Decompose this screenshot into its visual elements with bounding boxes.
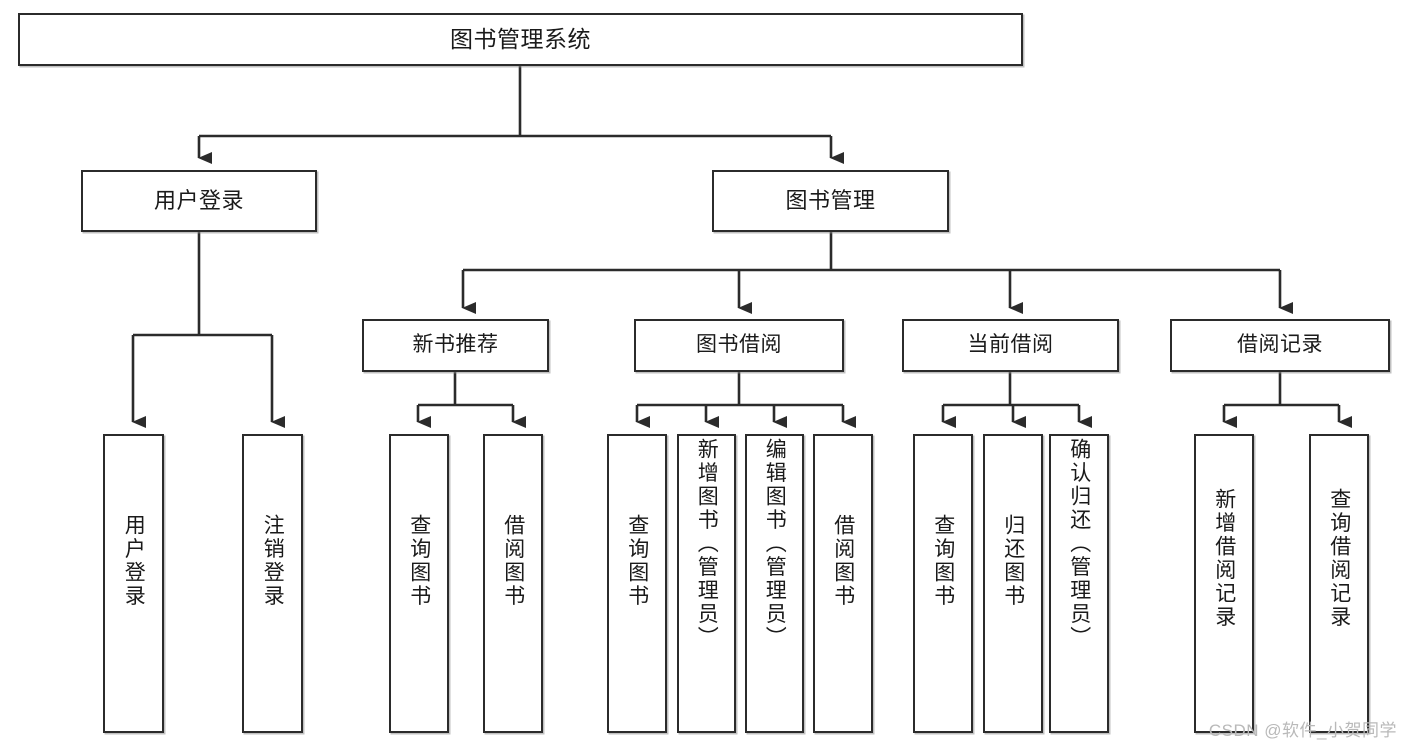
node-label: 查询图书: [931, 514, 955, 608]
leaf-add-book-admin[interactable]: 新增图书（管理员）: [677, 434, 736, 733]
node-current-borrow[interactable]: 当前借阅: [902, 319, 1119, 372]
node-label: 借阅记录: [1237, 333, 1323, 357]
node-label: 用户登录: [122, 514, 146, 608]
node-label: 借阅图书: [831, 514, 855, 608]
node-label: 新书推荐: [412, 333, 499, 357]
leaf-edit-book-admin[interactable]: 编辑图书（管理员）: [745, 434, 804, 733]
leaf-return-book[interactable]: 归还图书: [983, 434, 1043, 733]
leaf-logout-login[interactable]: 注销登录: [242, 434, 303, 733]
leaf-add-borrow-record[interactable]: 新增借阅记录: [1194, 434, 1254, 733]
node-book-borrow[interactable]: 图书借阅: [634, 319, 844, 372]
node-label: 查询图书: [407, 514, 431, 608]
node-label: 查询图书: [625, 514, 649, 608]
leaf-query-book-borrow[interactable]: 查询图书: [607, 434, 667, 733]
leaf-query-borrow-record[interactable]: 查询借阅记录: [1309, 434, 1369, 733]
leaf-confirm-return-admin[interactable]: 确认归还（管理员）: [1049, 434, 1109, 733]
node-label: 查询借阅记录: [1327, 488, 1351, 629]
node-new-book-recommend[interactable]: 新书推荐: [362, 319, 549, 372]
leaf-user-login[interactable]: 用户登录: [103, 434, 164, 733]
node-label: 新增借阅记录: [1212, 488, 1236, 629]
node-label: 图书管理系统: [450, 25, 591, 52]
leaf-borrow-book-recommend[interactable]: 借阅图书: [483, 434, 543, 733]
node-label: 新增图书（管理员）: [695, 438, 719, 650]
node-label: 归还图书: [1001, 514, 1025, 608]
node-borrow-record[interactable]: 借阅记录: [1170, 319, 1390, 372]
leaf-borrow-book-borrow[interactable]: 借阅图书: [813, 434, 873, 733]
node-user-login[interactable]: 用户登录: [81, 170, 317, 232]
csdn-watermark: CSDN @软件_小贺同学: [1208, 721, 1397, 740]
node-label: 图书管理: [785, 188, 876, 214]
node-book-manage[interactable]: 图书管理: [712, 170, 949, 232]
leaf-query-book-current[interactable]: 查询图书: [913, 434, 973, 733]
node-root-system[interactable]: 图书管理系统: [18, 13, 1023, 66]
node-label: 确认归还（管理员）: [1067, 438, 1091, 650]
node-label: 注销登录: [261, 514, 285, 608]
node-label: 当前借阅: [967, 333, 1054, 357]
node-label: 借阅图书: [501, 514, 525, 608]
node-label: 图书借阅: [696, 333, 782, 357]
node-label: 编辑图书（管理员）: [763, 438, 787, 650]
leaf-query-book-recommend[interactable]: 查询图书: [389, 434, 449, 733]
node-label: 用户登录: [153, 188, 244, 214]
